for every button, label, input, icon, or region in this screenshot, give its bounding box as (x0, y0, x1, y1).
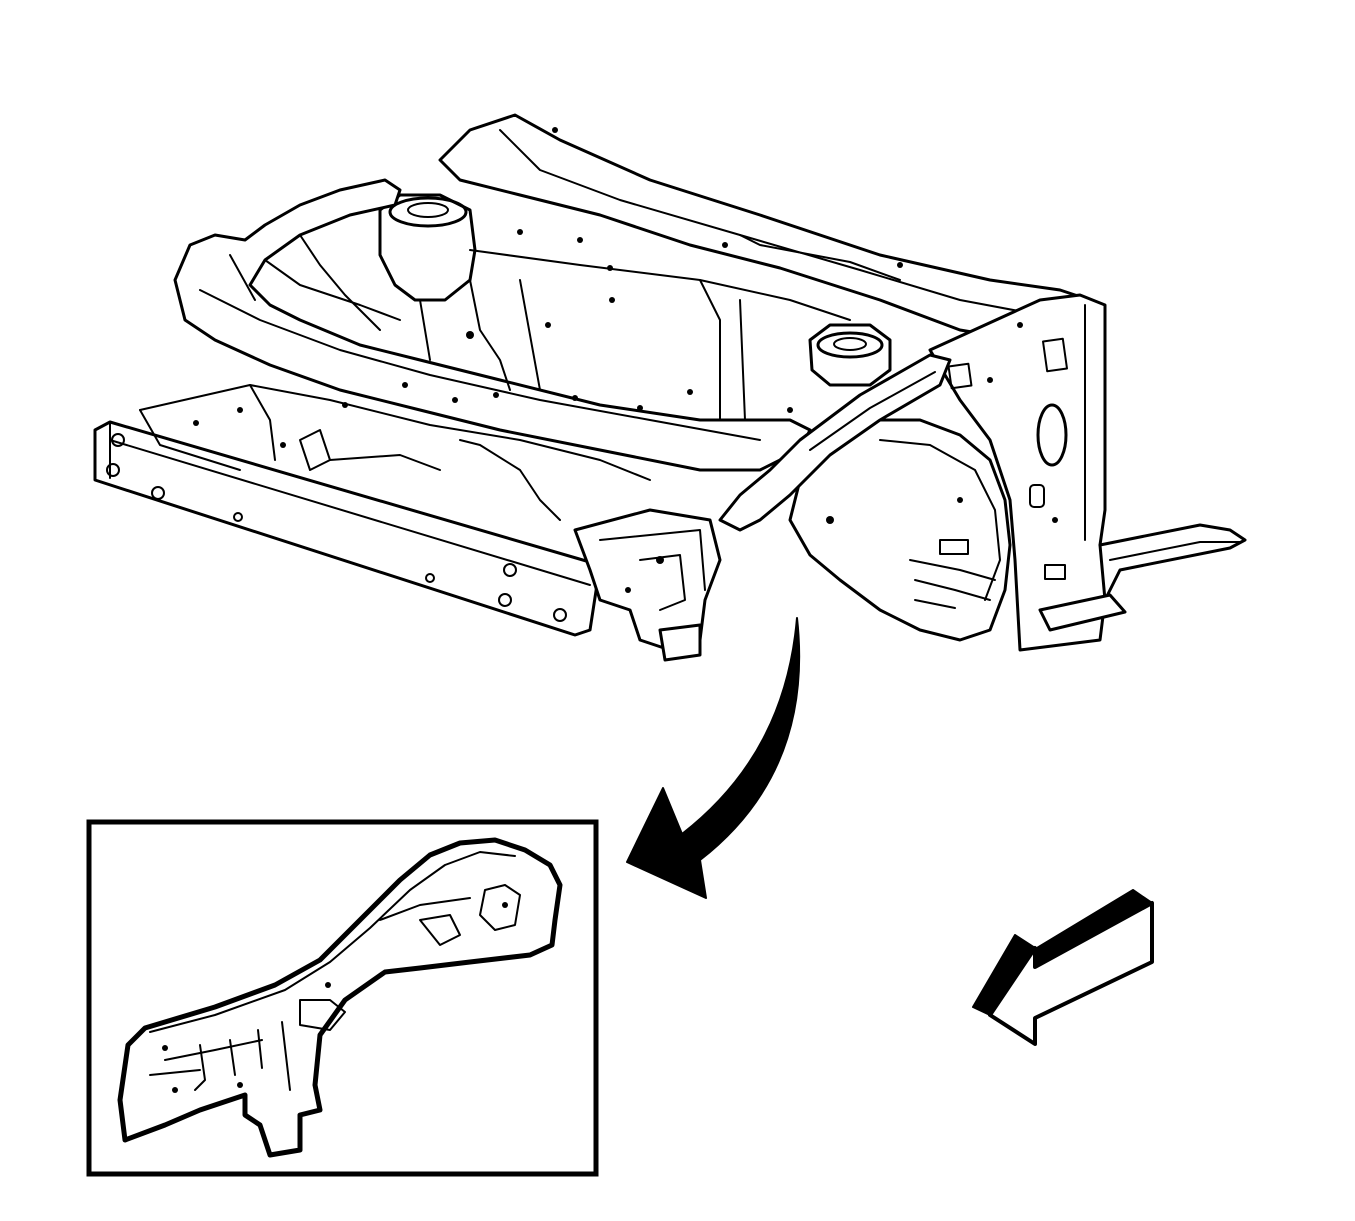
highlighted-part-detail (117, 837, 563, 1158)
vehicle-front-structure-drawing (93, 113, 1247, 662)
bumper-reinforcement (93, 420, 602, 637)
detail-inset-frame (86, 819, 599, 1177)
mounting-holes (193, 127, 1058, 593)
left-upper-rail (173, 178, 812, 472)
rocker-extension (1098, 523, 1247, 602)
right-shock-tower (808, 323, 892, 387)
front-wheelhouse-panel-highlight (117, 837, 563, 1158)
left-strut-mount-icon (388, 196, 468, 228)
right-strut-mount-icon (816, 331, 884, 359)
right-wheelhouse (788, 418, 1012, 642)
direction-arrow-icon (972, 889, 1154, 1046)
curved-arrow-icon (626, 617, 801, 899)
right-upper-rail (718, 353, 952, 532)
left-shock-tower (378, 193, 477, 302)
